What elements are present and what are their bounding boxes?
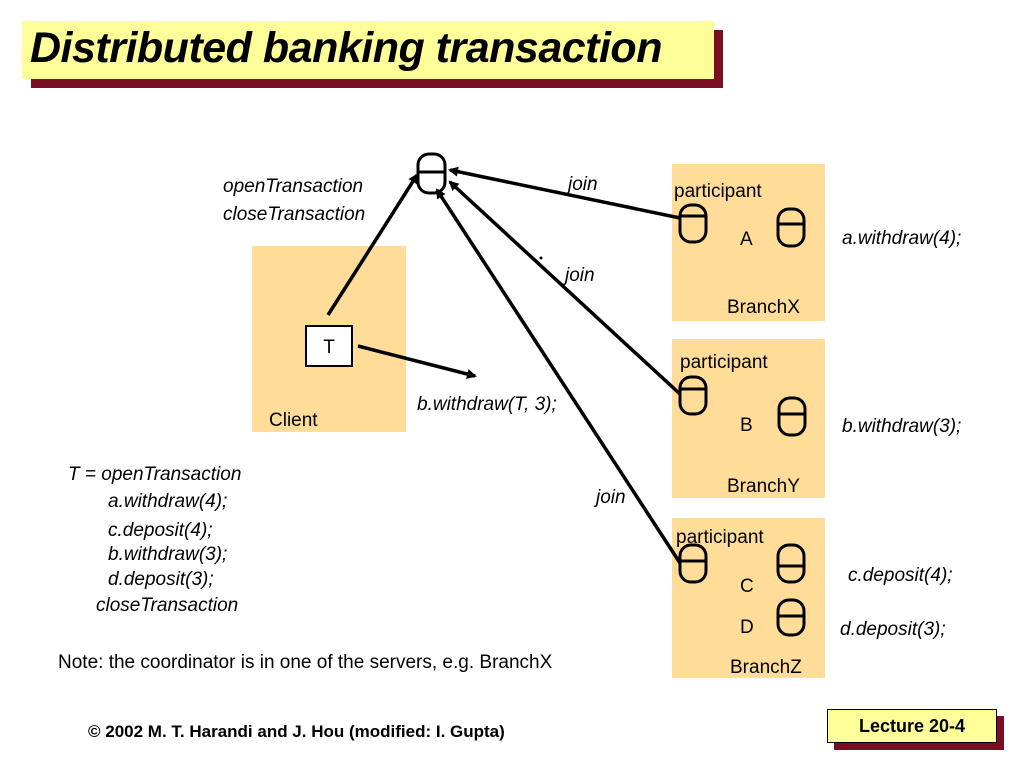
code-line: d.deposit(3);: [108, 569, 214, 590]
code-line: c.deposit(4);: [108, 520, 213, 541]
object-label-a: A: [740, 229, 753, 250]
participant-object-icon-z: [678, 543, 708, 584]
participant-label-z: participant: [676, 527, 764, 548]
join-arrow-y: [448, 180, 682, 396]
join-label-x: join: [568, 174, 598, 195]
open-transaction-label: openTransaction: [223, 176, 364, 197]
code-line: T = openTransaction: [68, 464, 242, 485]
participant-label-x: participant: [674, 181, 762, 202]
branch-name-z: BranchZ: [730, 657, 802, 678]
lecture-label: Lecture 20-4: [858, 716, 966, 736]
branch-y-panel: [672, 339, 825, 498]
object-d-icon: [776, 598, 806, 637]
branch-name-x: BranchX: [727, 297, 800, 318]
object-c-icon: [776, 543, 806, 584]
operation-label-c: c.deposit(4);: [848, 565, 953, 586]
open-close-arrow: [326, 173, 419, 316]
code-line: b.withdraw(3);: [108, 544, 228, 565]
branch-name-y: BranchY: [727, 476, 800, 497]
object-a-icon: [776, 207, 806, 248]
lecture-badge: Lecture 20-4: [827, 709, 997, 743]
title-banner: Distributed banking transaction: [22, 21, 714, 79]
operation-label-b: b.withdraw(3);: [842, 416, 962, 437]
code-line: a.withdraw(4);: [108, 491, 228, 512]
join-arrow-x: [448, 166, 681, 220]
participant-label-y: participant: [680, 352, 768, 373]
copyright-text: © 2002 M. T. Harandi and J. Hou (modifie…: [88, 722, 505, 741]
participant-object-icon-x: [678, 203, 708, 244]
object-label-b: B: [740, 415, 753, 436]
stray-dot: [539, 256, 543, 260]
operation-label-d: d.deposit(3);: [840, 619, 946, 640]
join-arrow-z: [435, 188, 682, 564]
page-title: Distributed banking transaction: [30, 24, 662, 72]
object-b-icon: [777, 396, 807, 437]
object-label-c: C: [740, 576, 754, 597]
transaction-label: T: [323, 337, 335, 358]
request-label: b.withdraw(T, 3);: [417, 394, 557, 415]
join-label-y: join: [565, 265, 595, 286]
object-label-d: D: [740, 617, 754, 638]
join-label-z: join: [596, 487, 626, 508]
participant-object-icon-y: [678, 375, 708, 416]
operation-label-a: a.withdraw(4);: [842, 228, 962, 249]
close-transaction-label: closeTransaction: [223, 204, 366, 225]
coordinator-icon: [416, 152, 447, 195]
note-text: Note: the coordinator is in one of the s…: [58, 652, 553, 673]
code-line: closeTransaction: [96, 595, 239, 616]
transaction-box: T: [305, 325, 353, 367]
client-label: Client: [269, 410, 318, 431]
request-arrow: [357, 344, 477, 379]
